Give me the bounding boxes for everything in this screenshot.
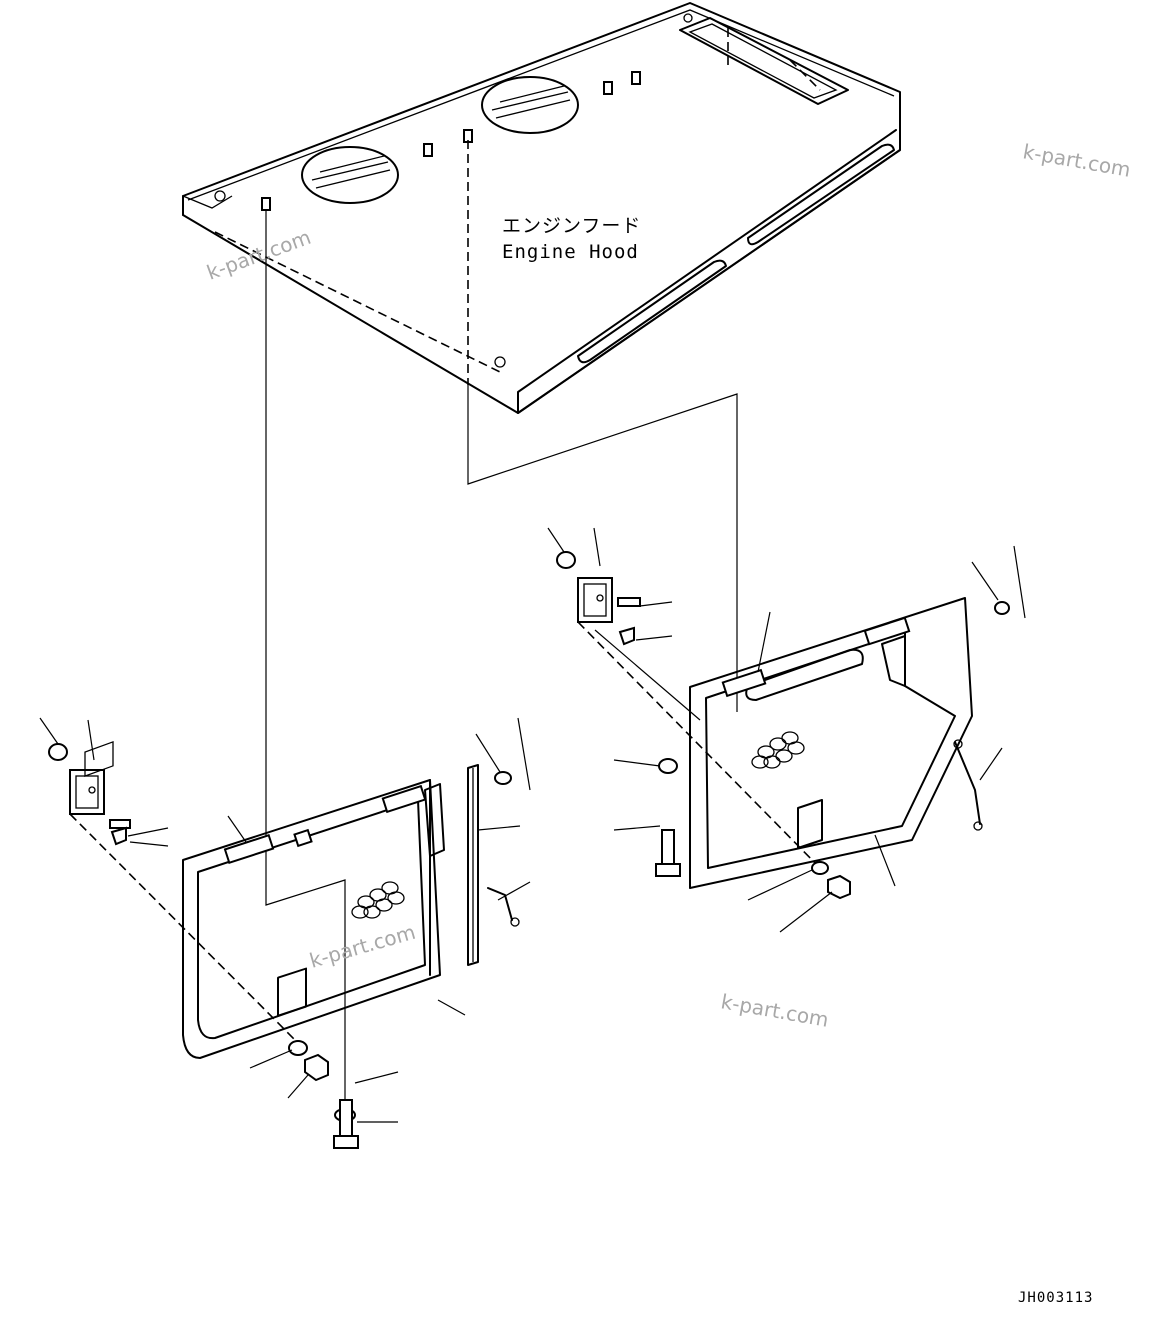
- left-washer: [288, 1040, 308, 1056]
- drawing-code: JH003113: [1018, 1290, 1093, 1306]
- right-lock-nut: [556, 551, 576, 569]
- right-washer-upper: [658, 758, 678, 774]
- right-washer-lower: [811, 861, 829, 875]
- right-nut: [827, 874, 851, 900]
- watermark-1: k-part.com: [1021, 139, 1132, 182]
- left-stay-rod: [487, 887, 513, 921]
- right-stay-rod: [954, 741, 981, 825]
- left-rod-clip: [510, 917, 520, 927]
- left-seal-strip: [467, 764, 479, 966]
- right-lock-assembly: [556, 551, 641, 646]
- left-lock-pin: [109, 819, 131, 829]
- left-door-panel: [182, 779, 445, 1059]
- connector-line-right: [467, 385, 738, 712]
- left-lock-clip: [110, 826, 127, 846]
- left-lock-nut: [48, 743, 68, 761]
- left-leaders: [39, 717, 531, 1123]
- left-upper-washer: [494, 771, 512, 785]
- hood-title-en: Engine Hood: [502, 241, 639, 263]
- right-door-panel: [689, 597, 973, 889]
- right-door-mesh: [751, 731, 805, 769]
- left-door-mesh: [351, 881, 405, 919]
- right-bolt: [655, 829, 681, 877]
- hood-title-jp: エンジンフード: [502, 215, 641, 237]
- right-lock-pin: [617, 597, 641, 607]
- right-rod-clip: [973, 821, 983, 831]
- left-bolt: [333, 1099, 359, 1149]
- left-lock-assembly: [48, 740, 131, 846]
- right-leaders: [547, 527, 1026, 933]
- engine-hood: [182, 2, 901, 414]
- connector-line-left: [265, 210, 346, 1115]
- left-nut: [304, 1053, 329, 1082]
- right-upper-washer: [994, 601, 1010, 615]
- watermark-3: k-part.com: [307, 920, 418, 973]
- watermark-4: k-part.com: [719, 989, 830, 1032]
- right-lock-clip: [618, 626, 635, 646]
